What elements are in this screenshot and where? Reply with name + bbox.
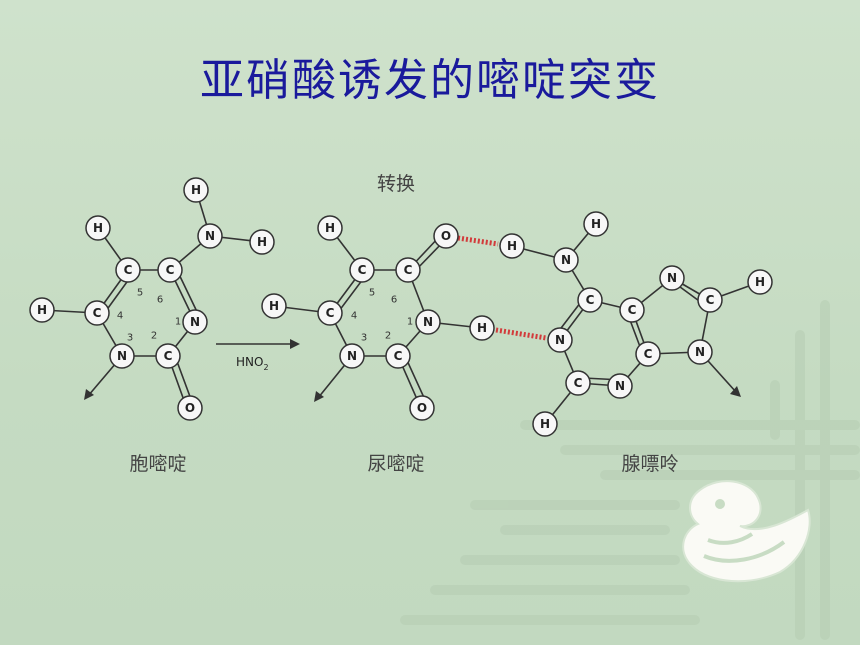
svg-text:1: 1 [175,317,181,328]
reagent-label: HNO2 [236,355,269,372]
svg-text:6: 6 [157,295,163,306]
molecule-labels: 转换 胞嘧啶 尿嘧啶 腺嘌呤 [129,173,678,475]
svg-text:H: H [540,417,550,431]
svg-text:C: C [644,347,653,361]
svg-text:C: C [166,263,175,277]
svg-text:H: H [257,235,267,249]
svg-text:3: 3 [361,333,367,344]
svg-text:2: 2 [385,331,391,342]
attachment-arrows [84,386,741,402]
svg-text:C: C [124,263,133,277]
transform-label: 转换 [377,173,415,195]
svg-text:H: H [37,303,47,317]
svg-text:N: N [190,315,200,329]
svg-text:N: N [555,333,565,347]
svg-text:2: 2 [151,331,157,342]
svg-text:6: 6 [391,295,397,306]
svg-text:H: H [325,221,335,235]
uracil-label: 尿嘧啶 [367,453,424,475]
reaction-arrow: HNO2 [216,339,300,372]
svg-text:C: C [586,293,595,307]
adenine-label: 腺嘌呤 [621,453,678,475]
slide-title: 亚硝酸诱发的嘧啶突变 [200,55,660,106]
svg-text:C: C [628,303,637,317]
svg-text:C: C [706,293,715,307]
svg-text:O: O [441,229,451,243]
hbond-lower [495,327,547,341]
svg-text:5: 5 [369,288,375,299]
cytosine-atoms: C C C N N C O H H N H H [29,177,275,421]
ring-numbers: 5 6 4 1 3 2 5 6 4 1 3 2 [117,288,413,344]
svg-text:O: O [185,401,195,415]
svg-text:C: C [574,376,583,390]
hydrogen-bonds [457,235,547,341]
hbond-upper [457,235,499,247]
svg-text:O: O [417,401,427,415]
svg-text:H: H [269,299,279,313]
uracil-atoms: C C C N N C O H H O H [261,215,495,421]
svg-text:C: C [358,263,367,277]
svg-text:N: N [423,315,433,329]
cytosine-label: 胞嘧啶 [129,453,186,475]
adenine-atoms: H N H C N C C N C N C N H H [499,211,773,437]
svg-text:N: N [347,349,357,363]
svg-text:1: 1 [407,317,413,328]
svg-text:H: H [191,183,201,197]
svg-text:C: C [93,306,102,320]
svg-text:C: C [394,349,403,363]
svg-text:N: N [117,349,127,363]
bonds [41,189,761,425]
svg-text:N: N [615,379,625,393]
svg-text:N: N [667,271,677,285]
svg-text:H: H [755,275,765,289]
svg-text:5: 5 [137,288,143,299]
svg-text:N: N [695,345,705,359]
svg-text:3: 3 [127,333,133,344]
svg-text:H: H [591,217,601,231]
svg-text:4: 4 [117,311,123,322]
svg-text:H: H [477,321,487,335]
svg-text:H: H [507,239,517,253]
svg-text:C: C [326,306,335,320]
svg-text:N: N [205,229,215,243]
svg-text:C: C [404,263,413,277]
svg-text:4: 4 [351,311,357,322]
svg-text:H: H [93,221,103,235]
svg-text:C: C [164,349,173,363]
dragon-emblem-icon [682,480,811,583]
svg-text:N: N [561,253,571,267]
